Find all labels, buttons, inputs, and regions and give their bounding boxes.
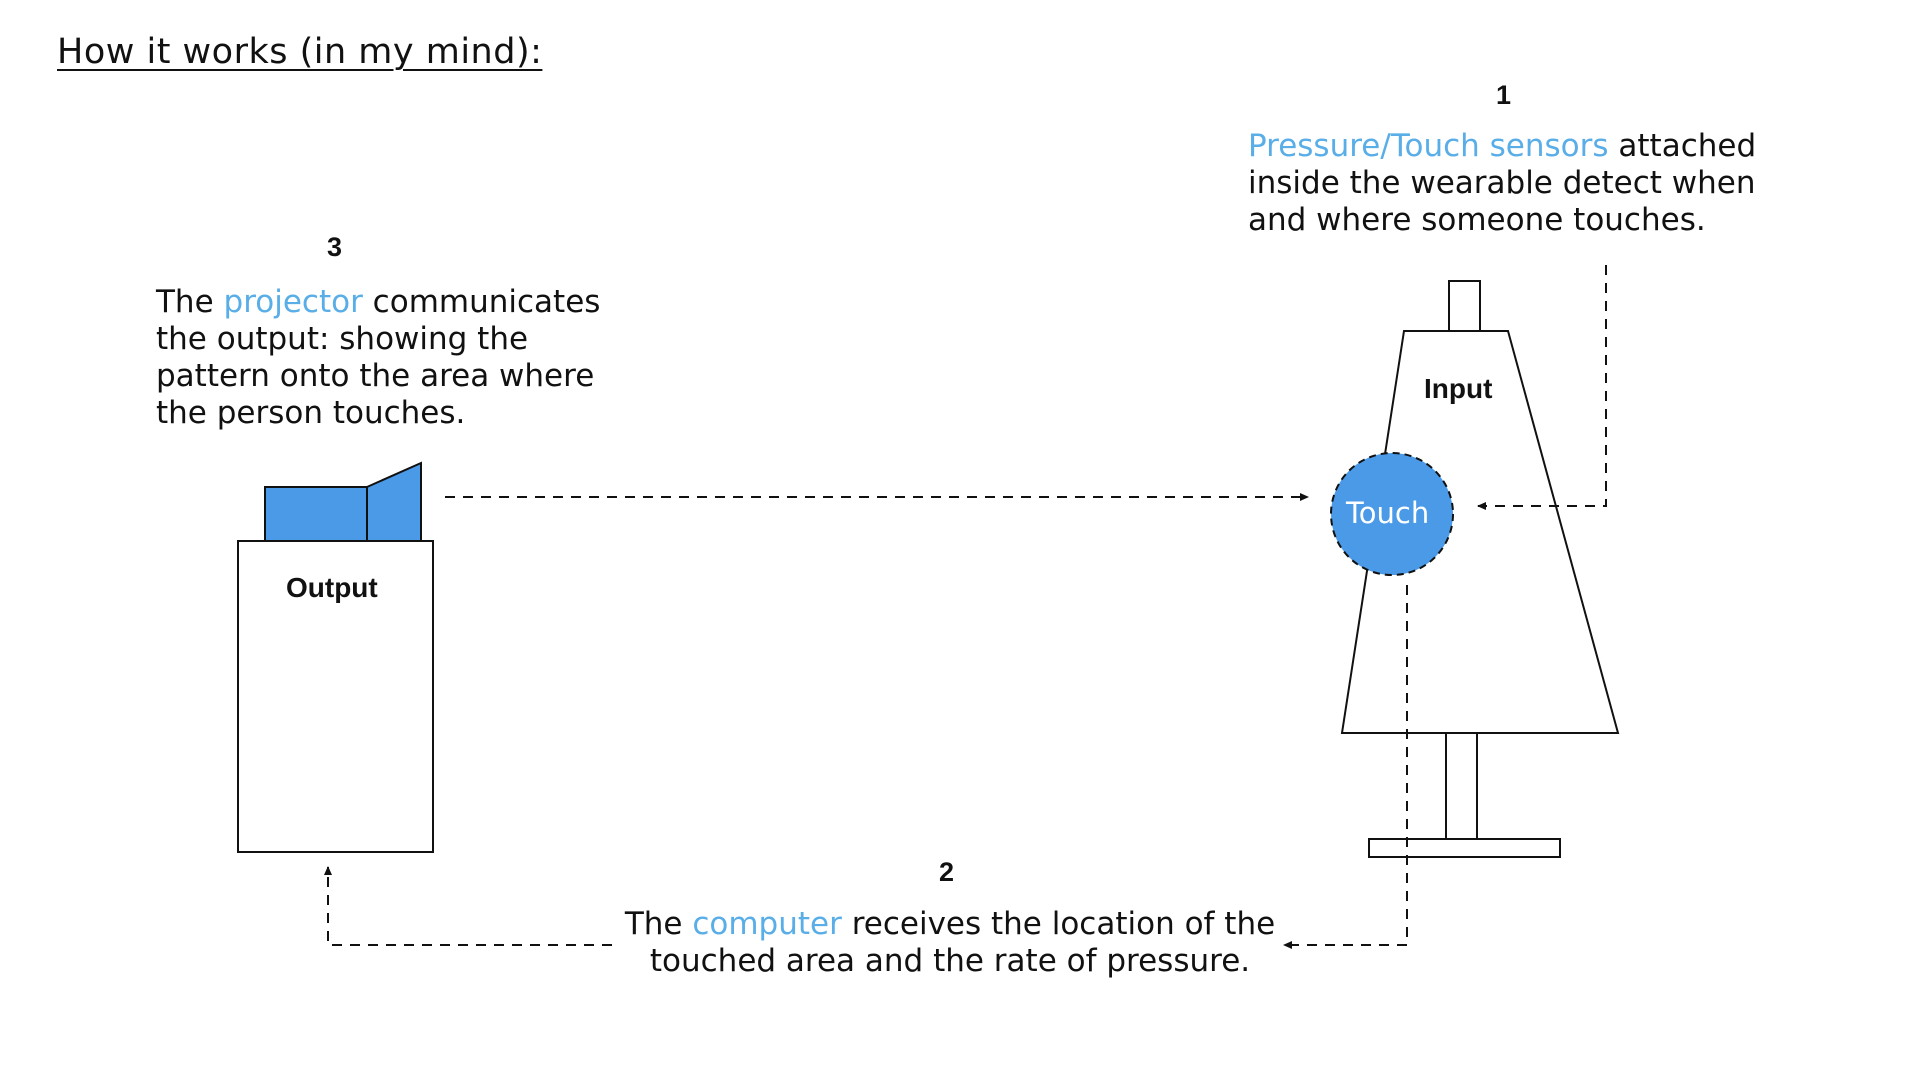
input-label: Input: [1424, 373, 1493, 404]
mannequin-neck: [1448, 280, 1481, 333]
step-2-text: The computer receives the location of th…: [600, 906, 1300, 980]
step-1-line-1: Pressure/Touch sensors attached: [1248, 128, 1808, 165]
step-2-accent-computer: computer: [692, 906, 842, 942]
mannequin-pole: [1445, 732, 1478, 840]
step-1-line-2: inside the wearable detect when: [1248, 165, 1756, 201]
step-1-text: Pressure/Touch sensors attached inside t…: [1248, 128, 1808, 239]
step-3-line-3: pattern onto the area where: [156, 358, 595, 394]
step-1-accent-sensors: Pressure/Touch sensors: [1248, 128, 1609, 164]
step-1-line-1-rest: attached: [1608, 128, 1757, 164]
arrow-computer-to-output: [324, 866, 612, 946]
projector-lens: [366, 461, 422, 542]
arrow-touch-to-computer: [1283, 585, 1408, 949]
step-3-line-1: The projector communicates: [156, 284, 636, 321]
step-2-line-2: touched area and the rate of pressure.: [649, 943, 1251, 979]
step-1-number: 1: [1496, 80, 1512, 110]
touch-area: [1330, 452, 1454, 576]
step-2-number: 2: [939, 857, 955, 887]
step-3-number: 3: [327, 232, 343, 262]
step-3-text: The projector communicates the output: s…: [156, 284, 636, 432]
step-3-line-1-rest: communicates: [362, 284, 601, 320]
step-3-accent-projector: projector: [223, 284, 363, 320]
step-3-line-4: the person touches.: [156, 395, 466, 431]
output-label: Output: [286, 572, 378, 603]
step-3-line-2: the output: showing the: [156, 321, 529, 357]
output-device-body: [237, 540, 434, 853]
touch-label: Touch: [1346, 496, 1430, 530]
step-2-line-1: The computer receives the location of th…: [600, 906, 1300, 943]
mannequin-base: [1368, 838, 1561, 858]
step-1-line-3: and where someone touches.: [1248, 202, 1706, 238]
step-2-line-1-start: The: [624, 906, 693, 942]
arrow-sensor-to-touch: [1477, 265, 1607, 510]
step-3-line-1-start: The: [156, 284, 224, 320]
projector-body: [264, 486, 368, 542]
page-title: How it works (in my mind):: [57, 32, 543, 72]
mannequin-torso: [1340, 330, 1620, 734]
step-2-line-1-rest: receives the location of the: [841, 906, 1276, 942]
